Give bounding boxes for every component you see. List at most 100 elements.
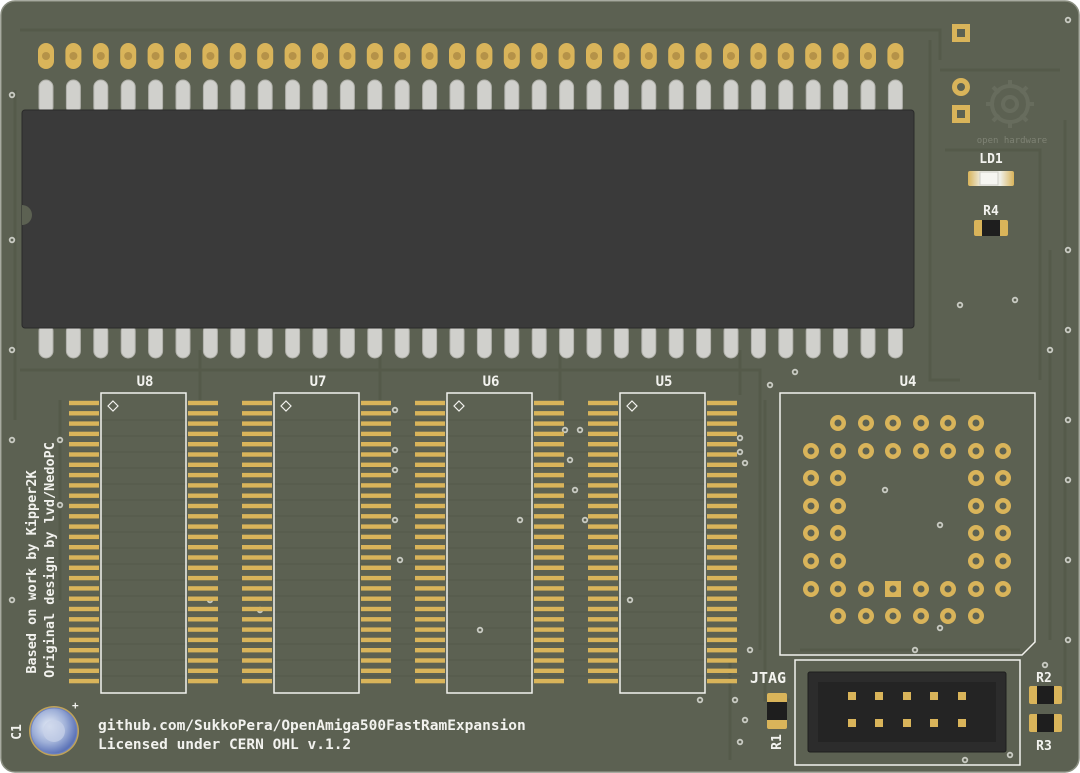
dip-pin-bottom [641,323,657,359]
ram-pad-right [188,555,218,560]
ram-pad-right [188,462,218,467]
ram-chip-6 [415,392,564,694]
ram-pad-left [242,442,272,447]
dip-top-pad-row [38,43,904,69]
ram-pad-right [361,648,391,653]
ram-pad-right [707,400,737,406]
dip-pin-bottom [230,323,246,359]
dip-pin-bottom [750,323,766,359]
dip-pin-bottom [65,323,81,359]
dip-pin-bottom [805,323,821,359]
ram-pad-left [415,545,445,550]
ram-pad-left [415,421,445,426]
ram-pad-left [588,534,618,540]
ram-pad-right [361,668,391,673]
ram-pad-left [588,596,618,601]
dip-pin-top [148,79,164,115]
ram-pad-right [188,452,218,457]
dip-pin-top [805,79,821,115]
ram-pad-right [188,637,218,643]
dip-pin-top [887,79,903,115]
dip-pin-top [339,79,355,115]
ram-pad-left [69,503,99,509]
ram-pad-right [707,586,737,591]
jtag-pin [903,719,911,727]
ram-pad-right [361,586,391,591]
ram-pad-right [188,442,218,447]
jtag-pin [930,719,938,727]
dip-pin-bottom [367,323,383,359]
ram-pad-left [415,472,445,478]
ram-pad-right [361,596,391,601]
ram-pad-left [415,534,445,540]
ram-pad-left [415,596,445,601]
ram-pad-left [242,462,272,467]
dip-pin-bottom [504,323,520,359]
ram-pad-left [69,668,99,673]
ram-pad-left [242,627,272,632]
ram-pad-right [534,493,564,498]
ram-pad-right [534,534,564,540]
ram-pad-left [242,648,272,653]
ram-pad-right [707,462,737,467]
ram-pad-right [188,617,218,622]
dip-pin-top [120,79,136,115]
pin1-marker [626,400,638,412]
dip-pin-top [668,79,684,115]
ram-pad-left [242,668,272,673]
ram-pad-left [69,534,99,540]
ram-pad-right [534,648,564,653]
label-ld1: LD1 [979,152,1003,167]
ram-pad-right [534,400,564,406]
ram-pad-left [588,545,618,550]
ram-pad-right [707,617,737,622]
jtag-pin [875,719,883,727]
ram-pad-left [242,565,272,570]
ram-pad-right [361,617,391,622]
ram-pad-right [534,472,564,478]
dip-pin-bottom [887,323,903,359]
ram-pad-right [361,400,391,406]
ram-pad-right [534,575,564,581]
ram-pad-left [242,493,272,498]
ram-pad-left [69,637,99,643]
ram-pad-left [588,442,618,447]
u4-plcc-socket [779,392,1036,656]
ram-pad-right [707,421,737,426]
ram-pad-left [69,493,99,498]
ram-pad-right [188,648,218,653]
ram-pad-left [588,678,618,684]
ram-pad-right [188,658,218,663]
dip-pin-top [586,79,602,115]
ram-pad-left [415,524,445,529]
ram-pad-right [534,668,564,673]
ram-pad-right [534,565,564,570]
dip-pin-top [312,79,328,115]
small-components: open hardware [29,24,1062,756]
dip-pin-bottom [476,323,492,359]
label-r1: R1 [770,734,785,750]
ram-pad-left [69,483,99,488]
ram-outline [446,392,533,694]
ram-pad-right [534,545,564,550]
ram-pad-left [588,575,618,581]
jtag-pin [930,692,938,700]
ram-pad-right [188,565,218,570]
ram-pad-right [188,596,218,601]
dip-pin-bottom [586,323,602,359]
ram-pad-left [242,483,272,488]
ram-pad-left [415,493,445,498]
ram-pad-right [707,545,737,550]
ram-pad-right [188,431,218,437]
dip-pin-bottom [202,323,218,359]
ram-pad-left [588,514,618,519]
ram-pad-left [69,400,99,406]
ram-pad-right [188,606,218,612]
label-r3: R3 [1036,739,1052,754]
ram-pad-right [534,555,564,560]
ram-pad-right [188,575,218,581]
ram-pad-right [188,534,218,540]
footer-license: Licensed under CERN OHL v.1.2 [98,737,351,753]
dip-pin-top [65,79,81,115]
